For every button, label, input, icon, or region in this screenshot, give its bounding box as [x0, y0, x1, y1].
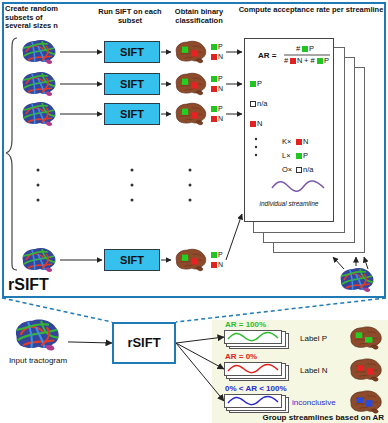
count-text: O× [282, 166, 292, 175]
class-key: P [211, 105, 223, 113]
count-text: P [296, 152, 308, 161]
step-heading: Compute acceptance rate per streamline [238, 6, 384, 15]
step-heading: Run SIFT on each subset [96, 8, 164, 25]
formula-text: AR = [258, 51, 276, 60]
flow-arrow [68, 342, 112, 343]
class-key: P [211, 251, 223, 259]
streamline-icon [225, 331, 281, 343]
flow-arrow [176, 343, 224, 401]
formula-text: P [317, 57, 329, 66]
flow-arrow [176, 337, 224, 343]
step-heading: Obtain binary classification [164, 8, 234, 25]
count-text: n/a [296, 166, 313, 175]
input-brain [15, 319, 59, 350]
process-box: SIFT [104, 41, 160, 63]
process-box: rSIFT [112, 322, 176, 364]
count-text: L× [282, 152, 291, 161]
input-label: Input tractogram [8, 356, 68, 365]
group-sheet: AR = 100% [224, 330, 282, 344]
process-label: SIFT [120, 254, 144, 267]
tractogram-icon [340, 268, 374, 292]
class-entry: P [250, 80, 262, 89]
pipeline-frame: rSIFT SIFT SIFT SIFT SIFT individual streamli… [2, 2, 386, 298]
group-label: Label P [300, 334, 327, 343]
formula-text: + # [304, 57, 315, 66]
zoom-guide [2, 298, 112, 322]
sheet-marks [245, 39, 333, 221]
group-sheet: AR = 0% [224, 362, 282, 376]
process-box: SIFT [104, 249, 160, 271]
flow-arrow [176, 343, 224, 369]
class-entry: n/a [250, 100, 267, 109]
streamline-icon [225, 395, 281, 407]
count-text: N [296, 138, 308, 147]
sheet-caption: individual streamline [245, 200, 333, 207]
class-key: N [211, 261, 223, 269]
process-label: SIFT [120, 78, 144, 91]
result-brains [176, 41, 206, 271]
formula-text: N [290, 57, 302, 66]
group-label: Label N [300, 366, 328, 375]
ellipsis-dots [37, 169, 192, 202]
panel-title: rSIFT [8, 276, 49, 294]
input-node: Input tractogram [8, 316, 68, 388]
class-key: N [211, 53, 223, 61]
ar-heading: 0% < AR < 100% [225, 384, 287, 393]
process-label: SIFT [120, 46, 144, 59]
class-key: N [211, 85, 223, 93]
subset-brains [22, 40, 56, 272]
group-sheet: 0% < AR < 100% [224, 394, 282, 408]
count-text: K× [282, 138, 291, 147]
ar-heading: AR = 100% [225, 320, 266, 329]
group-label: inconclusive [292, 398, 336, 407]
formula-text: # [296, 45, 300, 54]
group-brains [351, 327, 382, 413]
class-key: P [211, 43, 223, 51]
formula-text: # [284, 57, 288, 66]
process-label: rSIFT [127, 336, 160, 351]
class-entry: N [250, 120, 262, 129]
subset-brace [6, 38, 17, 270]
step-heading: Create random subsets of several sizes n [5, 5, 67, 31]
process-label: SIFT [120, 108, 144, 121]
process-box: SIFT [104, 103, 160, 125]
panel-ground [212, 320, 388, 423]
panel-caption: Group streamlines based on AR [252, 413, 384, 422]
class-key: P [211, 75, 223, 83]
class-key: N [211, 115, 223, 123]
streamline-icon [225, 363, 281, 375]
zoom-guide [176, 298, 386, 322]
process-box: SIFT [104, 73, 160, 95]
formula-text: P [302, 45, 314, 54]
ar-heading: AR = 0% [225, 352, 257, 361]
